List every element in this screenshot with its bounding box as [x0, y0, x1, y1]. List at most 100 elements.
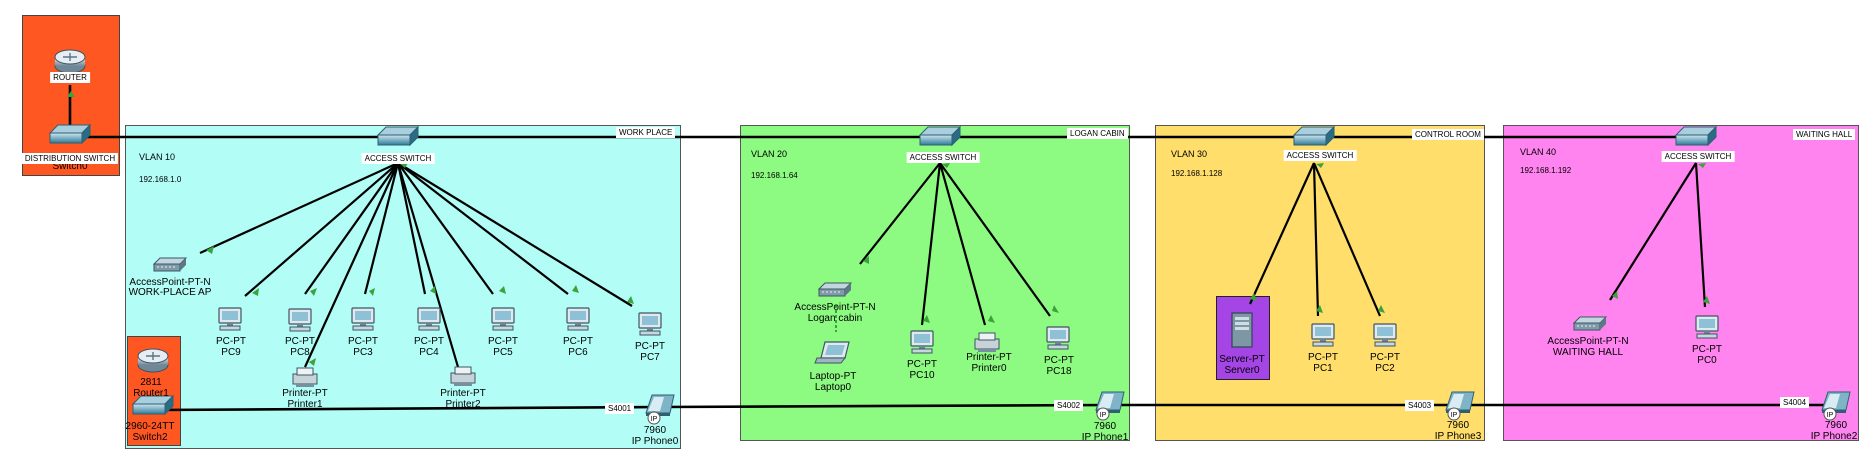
pc10-icon[interactable] [910, 330, 934, 354]
logan-cabin-ap-icon[interactable] [818, 282, 852, 297]
distribution-switch-label: DISTRIBUTION SWITCH [21, 153, 119, 164]
printer1-model: Printer-PT [282, 388, 328, 399]
waiting-hall-switch-label: ACCESS SWITCH [1661, 151, 1735, 162]
waiting-hall-vlan: VLAN 40 [1520, 147, 1557, 157]
pc10-name: PC10 [909, 370, 935, 381]
pc7-name: PC7 [640, 352, 660, 363]
pc2-name: PC2 [1375, 363, 1395, 374]
printer2-name: Printer2 [445, 399, 481, 410]
pc0-name: PC0 [1697, 355, 1717, 366]
ip-phone3-badge-icon [1447, 407, 1461, 421]
ip-phone3-name: IP Phone3 [1434, 431, 1482, 442]
work-place-title: WORK PLACE [616, 127, 676, 138]
pc2-icon[interactable] [1373, 323, 1397, 347]
waiting-hall-switch-icon[interactable] [1675, 126, 1717, 146]
printer2-icon[interactable] [450, 366, 476, 387]
pc7-icon[interactable] [638, 312, 662, 336]
control-room-switch-icon[interactable] [1293, 126, 1335, 146]
pc1-model: PC-PT [1308, 352, 1338, 363]
printer1-name: Printer1 [287, 399, 323, 410]
pc6-icon[interactable] [566, 307, 590, 331]
ip-phone1-model: 7960 [1093, 421, 1117, 432]
router1-icon[interactable] [137, 348, 169, 373]
switch2-name: Switch2 [132, 432, 168, 443]
pc18-icon[interactable] [1046, 326, 1070, 350]
router-icon[interactable] [54, 49, 86, 74]
pc3-model: PC-PT [348, 336, 378, 347]
laptop0-model: Laptop-PT [809, 371, 857, 382]
pc6-name: PC6 [568, 347, 588, 358]
switch2-model: 2960-24TT [125, 421, 175, 432]
pc8-icon[interactable] [288, 308, 312, 332]
logan-cabin-title: LOGAN CABIN [1067, 128, 1128, 139]
ip-phone1-badge-icon [1096, 407, 1110, 421]
ip-phone0-model: 7960 [643, 425, 667, 436]
printer0-icon[interactable] [974, 332, 1000, 353]
control-room-vlan: VLAN 30 [1171, 149, 1208, 159]
pc9-icon[interactable] [218, 307, 242, 331]
router-label: ROUTER [50, 72, 90, 83]
pc2-model: PC-PT [1370, 352, 1400, 363]
work-place-ap-icon[interactable] [153, 257, 187, 272]
ip-phone1-port: S4002 [1054, 400, 1084, 411]
ip-phone2-badge-icon [1823, 407, 1837, 421]
logan-cabin-vlan: VLAN 20 [751, 149, 788, 159]
pc5-model: PC-PT [488, 336, 518, 347]
pc4-model: PC-PT [414, 336, 444, 347]
laptop0-name: Laptop0 [814, 382, 852, 393]
server0-name: Server0 [1224, 365, 1260, 376]
distribution-switch-icon[interactable] [49, 124, 91, 144]
pc3-icon[interactable] [351, 307, 375, 331]
printer2-model: Printer-PT [440, 388, 486, 399]
pc6-model: PC-PT [563, 336, 593, 347]
ip-phone0-name: IP Phone0 [631, 436, 679, 447]
waiting-hall-title: WAITING HALL [1793, 129, 1856, 140]
pc9-name: PC9 [221, 347, 241, 358]
pc5-name: PC5 [493, 347, 513, 358]
pc3-name: PC3 [353, 347, 373, 358]
printer0-name: Printer0 [971, 363, 1007, 374]
waiting-hall-ap-name: WAITING HALL [1552, 347, 1624, 358]
ip-phone2-model: 7960 [1824, 420, 1848, 431]
logan-cabin-ap-name: Logan cabin [807, 313, 863, 324]
work-place-switch-icon[interactable] [377, 126, 419, 146]
pc1-icon[interactable] [1311, 323, 1335, 347]
printer1-icon[interactable] [292, 367, 318, 388]
router1-model: 2811 [140, 377, 162, 388]
waiting-hall-network: 192.168.1.192 [1520, 166, 1572, 175]
router1-name: Router1 [133, 388, 169, 399]
work-place-ap-model: AccessPoint-PT-N [129, 277, 211, 288]
work-place-vlan: VLAN 10 [139, 152, 176, 162]
printer0-model: Printer-PT [966, 352, 1012, 363]
waiting-hall-zone [1503, 125, 1859, 441]
logan-cabin-switch-label: ACCESS SWITCH [906, 152, 980, 163]
server0-icon[interactable] [1231, 312, 1253, 348]
control-room-switch-label: ACCESS SWITCH [1283, 150, 1357, 161]
logan-cabin-network: 192.168.1.64 [751, 171, 798, 180]
ip-phone3-port: S4003 [1405, 400, 1435, 411]
control-room-network: 192.168.1.128 [1171, 169, 1223, 178]
server0-model: Server-PT [1219, 354, 1265, 365]
ip-phone0-port: S4001 [605, 403, 635, 414]
pc18-model: PC-PT [1044, 355, 1074, 366]
logan-cabin-switch-icon[interactable] [919, 126, 961, 146]
pc8-name: PC8 [290, 347, 310, 358]
work-place-switch-label: ACCESS SWITCH [361, 153, 435, 164]
ip-phone0-badge-icon [647, 411, 661, 425]
pc7-model: PC-PT [635, 341, 665, 352]
waiting-hall-ap-icon[interactable] [1573, 316, 1607, 331]
logan-cabin-zone [740, 125, 1130, 441]
pc0-icon[interactable] [1695, 315, 1719, 339]
pc10-model: PC-PT [907, 359, 937, 370]
laptop0-icon[interactable] [814, 341, 850, 364]
pc4-name: PC4 [419, 347, 439, 358]
ip-phone1-name: IP Phone1 [1081, 432, 1129, 443]
pc9-model: PC-PT [216, 336, 246, 347]
pc8-model: PC-PT [285, 336, 315, 347]
pc18-name: PC18 [1046, 366, 1072, 377]
distribution-switch-name: Switch0 [52, 161, 88, 172]
pc5-icon[interactable] [491, 307, 515, 331]
pc4-icon[interactable] [417, 307, 441, 331]
pc1-name: PC1 [1313, 363, 1333, 374]
